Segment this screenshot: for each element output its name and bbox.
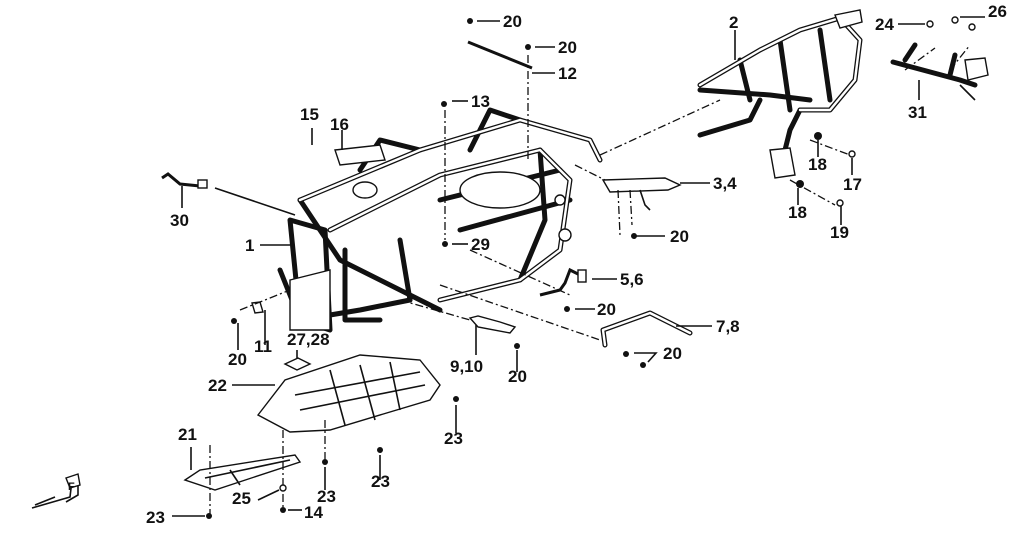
- callout-11: 11: [254, 337, 272, 356]
- callout-20: 20: [663, 344, 682, 363]
- callout-26: 27,28: [287, 330, 330, 349]
- callout-27-28: 30: [170, 211, 189, 230]
- callout-20: 20: [558, 38, 577, 57]
- fasteners: [206, 16, 976, 519]
- callout-23: 23: [371, 472, 390, 491]
- front-marker-letter: F: [68, 481, 75, 493]
- callout-2: 2: [729, 13, 738, 32]
- callout-15: 15: [300, 105, 319, 124]
- callout-16: 16: [330, 115, 349, 134]
- callout-25: 29: [471, 235, 490, 254]
- callout-20: 20: [508, 367, 527, 386]
- handle-7-8: [600, 310, 693, 348]
- leader-lines: [172, 16, 985, 517]
- callout-3-4: 3,4: [713, 174, 737, 193]
- callout-20: 20: [503, 12, 522, 31]
- callout-21: 21: [178, 425, 197, 444]
- callout-30: 24: [875, 15, 894, 34]
- callout-18: 18: [788, 203, 807, 222]
- bracket-5-6: [539, 267, 581, 297]
- callout-23: 23: [444, 429, 463, 448]
- callout-23: 23: [317, 487, 336, 506]
- rear-subframe: [697, 9, 863, 179]
- bracket-3-4: [601, 177, 682, 193]
- bracket-9-10: [468, 315, 517, 334]
- callout-5-6: 5,6: [620, 270, 644, 289]
- clip-11: [251, 301, 264, 314]
- callout-20: 20: [597, 300, 616, 319]
- skid-plate-22: [256, 354, 441, 433]
- callout-24: 25: [232, 489, 251, 508]
- callout-9-10: 9,10: [450, 357, 483, 376]
- callout-22: 22: [208, 376, 227, 395]
- callout-14: 14: [304, 503, 323, 522]
- cable-27-28: [161, 172, 201, 188]
- pad-26: [283, 357, 312, 371]
- callout-23: 23: [146, 508, 165, 527]
- callout-13: 13: [471, 92, 490, 111]
- callout-31: 26: [988, 2, 1007, 21]
- rod-12: [467, 40, 533, 70]
- callout-18: 18: [808, 155, 827, 174]
- callout-labels: 20 20 12 13 15 16 30 1 29 2 3,4 20 5,6 2…: [146, 2, 1007, 527]
- front-direction-marker: F: [31, 473, 81, 509]
- callout-17: 17: [843, 175, 862, 194]
- callout-19: 19: [830, 223, 849, 242]
- callout-29: 31: [908, 103, 927, 122]
- assembly-lines: [209, 44, 971, 515]
- callout-20: 20: [228, 350, 247, 369]
- rear-bracket: [890, 42, 989, 101]
- callout-1: 1: [245, 236, 254, 255]
- callout-20: 20: [670, 227, 689, 246]
- callout-7-8: 7,8: [716, 317, 740, 336]
- main-frame: [277, 107, 603, 333]
- callout-12: 12: [558, 64, 577, 83]
